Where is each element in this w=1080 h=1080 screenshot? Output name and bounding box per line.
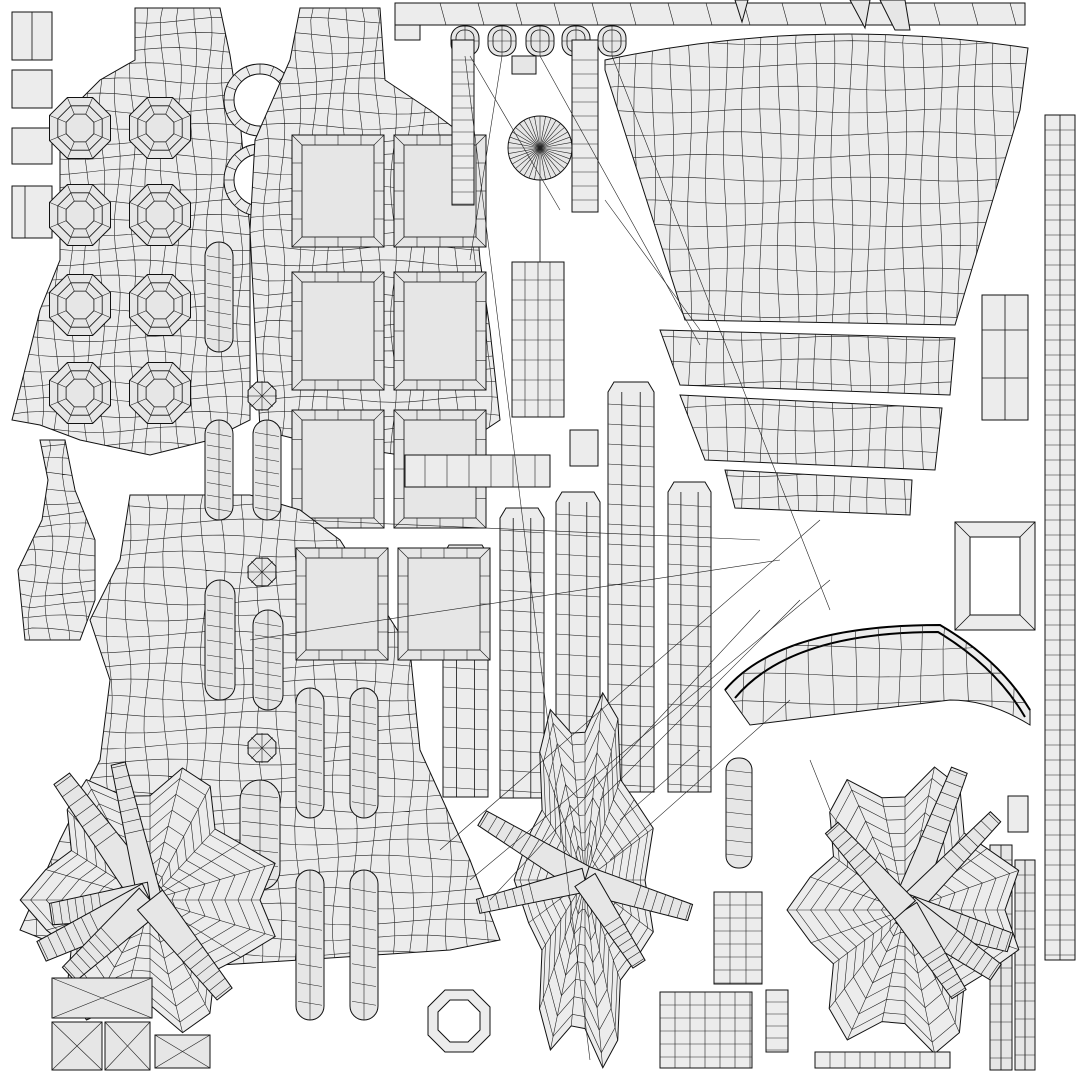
- uv-island-upper-left: [11, 7, 251, 456]
- uv-island-hand-right: [786, 766, 1020, 1055]
- uv-island-hand-left: [19, 761, 276, 1034]
- uv-island-bottom-grids: [51, 891, 951, 1071]
- uv-island-finger-strips: [442, 381, 753, 869]
- uv-seam-lines: [249, 55, 831, 1061]
- uv-island-small-blocks: [11, 11, 53, 239]
- uv-island-s-curve: [17, 439, 96, 641]
- uv-island-upper-mid: [249, 7, 501, 529]
- uv-island-arch: [724, 623, 1031, 726]
- uv-island-center-bars: [404, 39, 599, 488]
- uv-island-hand-center: [475, 691, 694, 1069]
- uv-island-top-cylinders: [450, 25, 627, 75]
- uv-island-octagon-ring: [427, 989, 491, 1053]
- uv-island-large-panel: [604, 33, 1029, 516]
- uv-island-right-blocks: [954, 294, 1036, 833]
- uv-island-sunburst: [507, 115, 573, 262]
- uv-island-top-strip: [394, 0, 1026, 41]
